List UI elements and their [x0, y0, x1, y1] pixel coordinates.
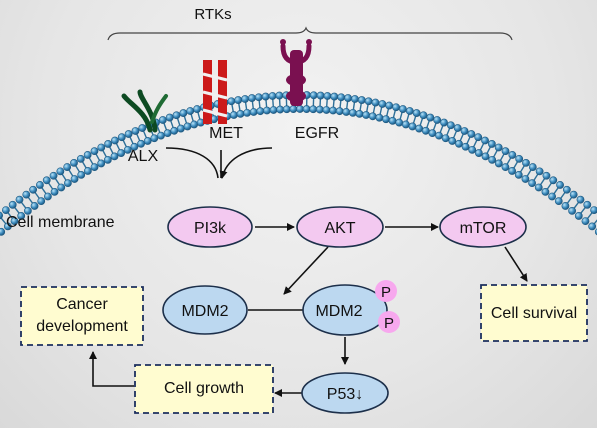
cell-survival-label: Cell survival — [491, 305, 577, 322]
mtor-label: mTOR — [460, 220, 507, 237]
p53-node: P53↓ — [301, 372, 389, 414]
mdm2-node: MDM2 — [162, 285, 248, 335]
alx-receptor-icon — [121, 89, 168, 133]
cancer-development-box: Cancer development — [20, 286, 144, 346]
mdm2-label: MDM2 — [181, 303, 228, 320]
rtks-label: RTKs — [194, 6, 231, 23]
cancer-label-line1: Cancer — [56, 296, 108, 313]
mdm2-p-label: MDM2 — [315, 303, 362, 320]
cancer-label-line2: development — [36, 318, 128, 335]
egfr-receptor-icon — [280, 39, 312, 106]
mdm2-phosphorylated-node: MDM2 P P — [302, 280, 400, 336]
rtks-bracket: RTKs — [107, 6, 513, 41]
cell-membrane-label: Cell membrane — [6, 214, 115, 231]
met-receptor-icon — [202, 60, 228, 124]
cell-growth-label: Cell growth — [164, 380, 244, 397]
pi3k-node: PI3k — [167, 206, 253, 248]
akt-label: AKT — [324, 220, 355, 237]
p53-label: P53↓ — [327, 386, 363, 403]
alx-label: ALX — [128, 148, 159, 165]
met-label: MET — [209, 125, 243, 142]
cell-survival-box: Cell survival — [480, 284, 588, 342]
receptor-converging-arrows — [165, 147, 273, 179]
pathway-arrows — [89, 223, 528, 397]
egfr-label: EGFR — [295, 125, 339, 142]
akt-node: AKT — [296, 206, 384, 248]
pi3k-label: PI3k — [194, 220, 227, 237]
phospho-badge-2: P — [384, 315, 394, 332]
phospho-badge-1: P — [381, 284, 391, 301]
cell-growth-box: Cell growth — [134, 364, 274, 414]
mtor-node: mTOR — [439, 206, 527, 248]
